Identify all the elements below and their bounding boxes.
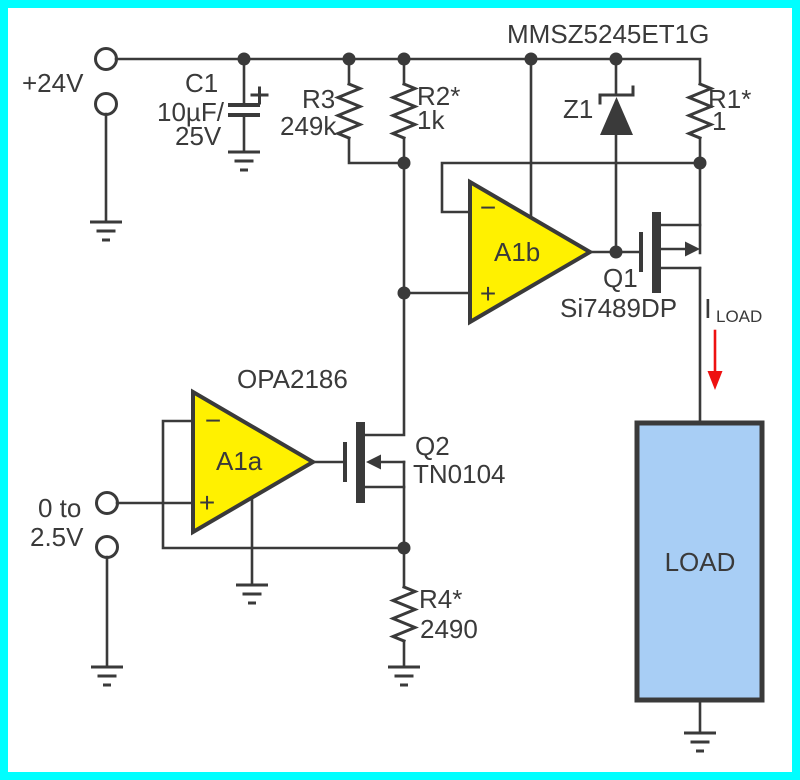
c1-plate-bottom xyxy=(228,113,260,117)
label-input-range-line2: 2.5V xyxy=(30,522,84,552)
a1b-plus-sign: + xyxy=(480,278,496,309)
terminal-24v-bottom xyxy=(94,92,118,116)
wire-a1b-minus-feedback xyxy=(440,161,702,214)
a1b-minus-sign: − xyxy=(480,192,496,223)
ground-a1a xyxy=(236,583,268,605)
q2-gate-bar xyxy=(343,442,347,482)
terminal-signal-bottom xyxy=(95,535,119,559)
junction-q1-gate xyxy=(609,245,623,259)
load-box xyxy=(634,420,765,703)
q1-body-arrow xyxy=(685,241,700,257)
a1a-minus-sign: − xyxy=(205,405,221,436)
wire-r3-bottom-lead xyxy=(347,136,406,165)
junction-rail-supply xyxy=(524,52,538,66)
net-a1a-feedback xyxy=(161,419,406,550)
q2-channel-bar xyxy=(356,422,365,503)
resistor-r4: R4*2490 xyxy=(388,546,478,687)
label-24v: +24V xyxy=(22,68,84,98)
ground-c1 xyxy=(228,150,260,172)
opamp-a1b: A1b − + xyxy=(468,57,641,326)
label-c1: C1 xyxy=(185,68,218,98)
wire-sense-vertical xyxy=(363,136,406,437)
ground-signal xyxy=(91,665,123,687)
net-sense-divider xyxy=(363,136,472,437)
junction-q2-source xyxy=(397,541,411,555)
net-feedback-top xyxy=(440,161,702,214)
label-r3: R3 xyxy=(302,84,335,114)
label-r2-value: 1k xyxy=(417,105,445,135)
opamp-a1b-triangle xyxy=(468,178,594,326)
label-opamp-part-number: OPA2186 xyxy=(237,364,348,394)
label-q2-part-number: TN0104 xyxy=(413,459,506,489)
label-load: LOAD xyxy=(665,547,736,577)
r2-zigzag xyxy=(389,82,419,140)
wire-supply-rail xyxy=(114,57,702,86)
junction-rail-r2 xyxy=(397,52,411,66)
ground-24v xyxy=(90,220,122,242)
z1-cathode-bar xyxy=(598,85,635,105)
r4-zigzag xyxy=(389,585,419,643)
label-z1: Z1 xyxy=(563,94,593,124)
label-q2: Q2 xyxy=(415,431,450,461)
iload-arrow-head xyxy=(707,371,723,390)
power-terminal-24v: +24V xyxy=(22,47,122,242)
ground-load xyxy=(684,731,716,753)
q2-body-arrow xyxy=(366,454,381,470)
r3-zigzag xyxy=(334,82,364,140)
ground-r4 xyxy=(388,665,420,687)
terminal-signal-top xyxy=(95,491,119,515)
label-a1b: A1b xyxy=(494,237,540,267)
label-r4-value: 2490 xyxy=(420,614,478,644)
junction-divider-top xyxy=(397,156,411,170)
label-z1-part-number: MMSZ5245ET1G xyxy=(507,19,709,49)
q1-channel-bar xyxy=(652,212,661,293)
label-r1: R1* xyxy=(708,84,751,114)
terminal-24v-top xyxy=(94,47,118,71)
junction-a1b-plus xyxy=(397,286,411,300)
junction-r1-sense xyxy=(693,156,707,170)
label-r1-value: 1 xyxy=(712,106,726,136)
label-r2: R2* xyxy=(417,81,460,111)
q1-gate-bar xyxy=(639,232,643,272)
z1-anode-triangle xyxy=(600,97,633,135)
resistor-r2: R2*1k xyxy=(389,57,460,140)
supply-rail xyxy=(114,57,702,86)
label-r3-value: 249k xyxy=(280,111,337,141)
label-q1: Q1 xyxy=(603,263,638,293)
label-input-range-line1: 0 to xyxy=(38,493,81,523)
junction-rail-z1 xyxy=(609,52,623,66)
label-iload-subscript: LOAD xyxy=(716,307,762,326)
label-a1a: A1a xyxy=(216,446,263,476)
label-c1-voltage: 25V xyxy=(175,121,222,151)
a1a-plus-sign: + xyxy=(199,487,215,518)
junction-dots xyxy=(237,52,707,555)
c1-plate-top xyxy=(228,103,260,107)
wire-a1a-minus-feedback xyxy=(161,419,406,550)
label-q1-part-number: Si7489DP xyxy=(560,293,677,323)
zener-z1: MMSZ5245ET1G Z1 xyxy=(507,19,709,254)
junction-rail-r3 xyxy=(342,52,356,66)
resistor-r1: R1*1 xyxy=(685,82,751,165)
r1-zigzag xyxy=(685,82,715,140)
label-iload-symbol: I xyxy=(704,293,712,324)
label-r4: R4* xyxy=(419,584,462,614)
junction-rail-c1 xyxy=(237,52,251,66)
signal-input: 0 to2.5V xyxy=(30,491,195,687)
label-c1-value: 10µF/ xyxy=(157,97,225,127)
